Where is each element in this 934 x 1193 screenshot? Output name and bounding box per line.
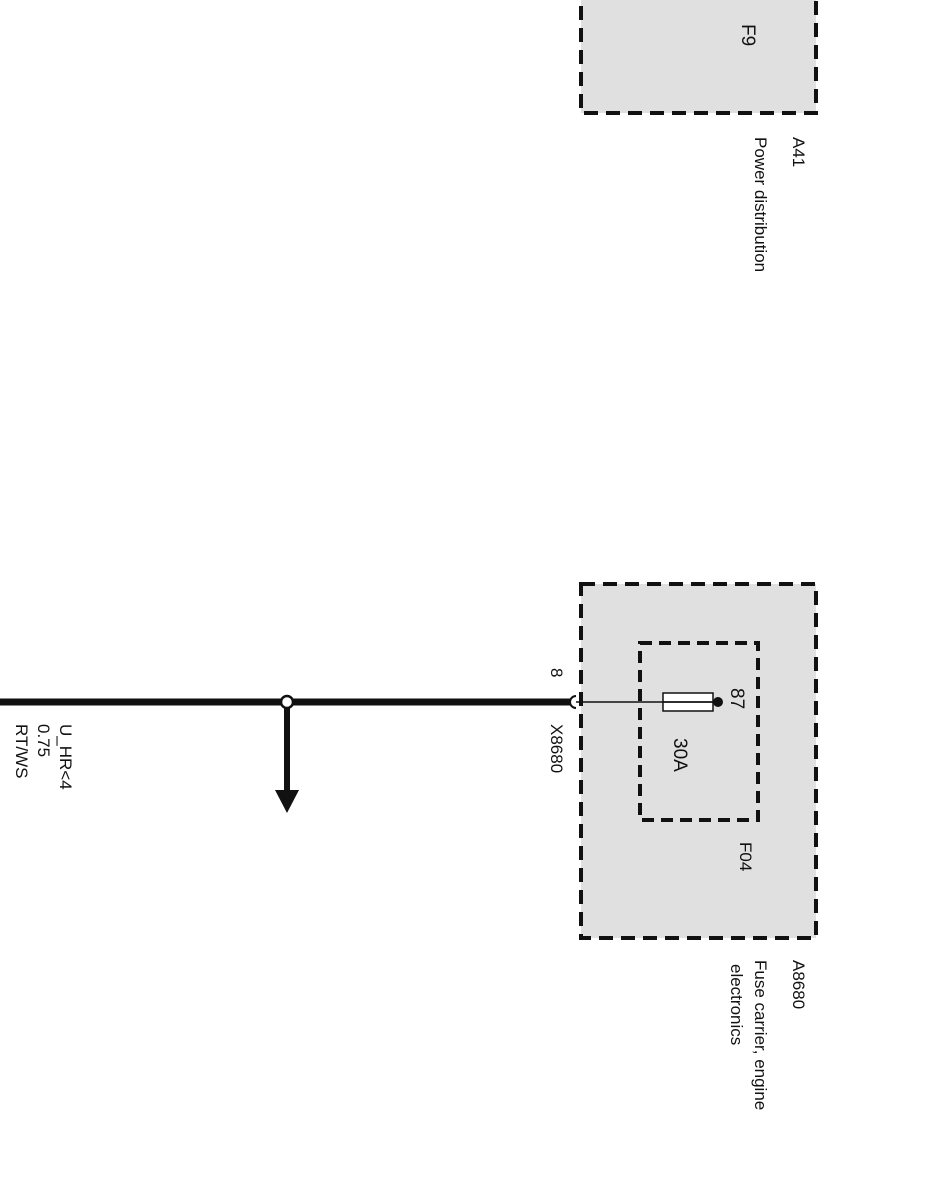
a8680-component-name-line2: electronics: [727, 964, 746, 1045]
a41-component-name: Power distribution: [751, 137, 770, 272]
connector-id: X8680: [547, 724, 566, 773]
wire-cross-section-label: 0.75: [34, 724, 53, 757]
a8680-component-id: A8680: [789, 960, 808, 1009]
f04-pin-number: 87: [726, 688, 747, 709]
connector-x8680-pin-symbol[interactable]: [569, 695, 577, 709]
f04-fuse-inner-box[interactable]: [638, 641, 760, 822]
f04-fuse-id: F04: [736, 842, 755, 871]
wire-color-code-label: RT/WS: [12, 724, 31, 778]
wire-signal-label: U_HR<4: [56, 724, 75, 790]
wire-junction: [279, 694, 295, 710]
f04-fuse-rating: 30A: [669, 738, 690, 772]
a41-fuse-label: F9: [737, 24, 758, 46]
a8680-fuse-carrier-box[interactable]: [579, 582, 818, 940]
a41-power-distribution-box[interactable]: [579, 0, 818, 115]
a41-component-id: A41: [789, 137, 808, 167]
connector-pin-number: 8: [547, 668, 566, 677]
a8680-component-name-line1: Fuse carrier, engine: [751, 960, 770, 1110]
branch-arrow-icon: [275, 790, 299, 813]
